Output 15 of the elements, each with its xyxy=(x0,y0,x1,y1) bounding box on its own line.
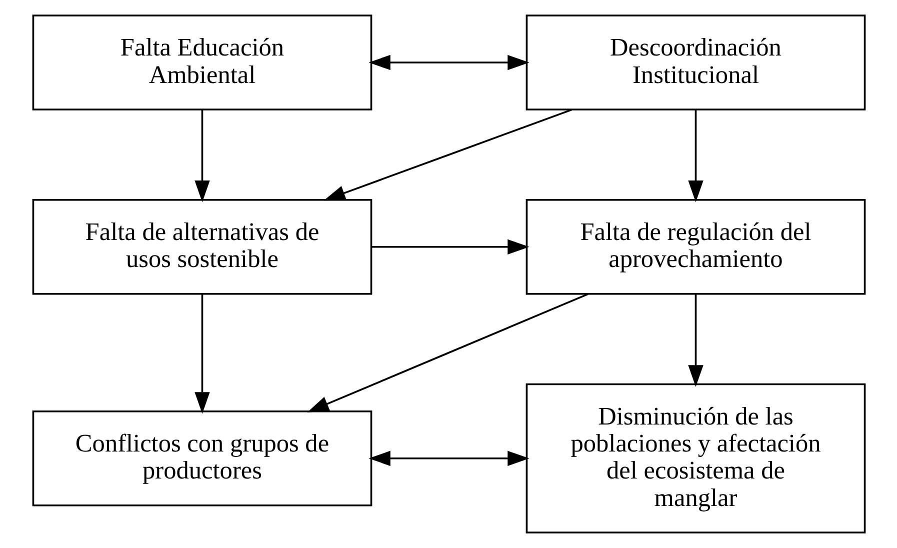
arrow xyxy=(194,294,210,414)
arrow xyxy=(323,108,572,201)
arrow xyxy=(688,110,703,202)
node-box: Descoordinación Institucional xyxy=(525,14,866,110)
arrow xyxy=(194,110,210,202)
arrow xyxy=(306,293,588,412)
node-box: Disminución de las poblaciones y afectación del ecosistema de manglar xyxy=(525,383,866,534)
arrow xyxy=(370,239,529,254)
node-box: Falta Educación Ambiental xyxy=(32,14,372,110)
node-box: Conflictos con grupos de productores xyxy=(32,410,372,506)
node-box: Falta de alternativas de usos sostenible xyxy=(32,198,372,295)
arrow xyxy=(368,54,529,70)
arrow xyxy=(688,294,703,387)
node-box: Falta de regulación del aprovechamiento xyxy=(525,198,866,295)
arrow xyxy=(368,450,529,466)
